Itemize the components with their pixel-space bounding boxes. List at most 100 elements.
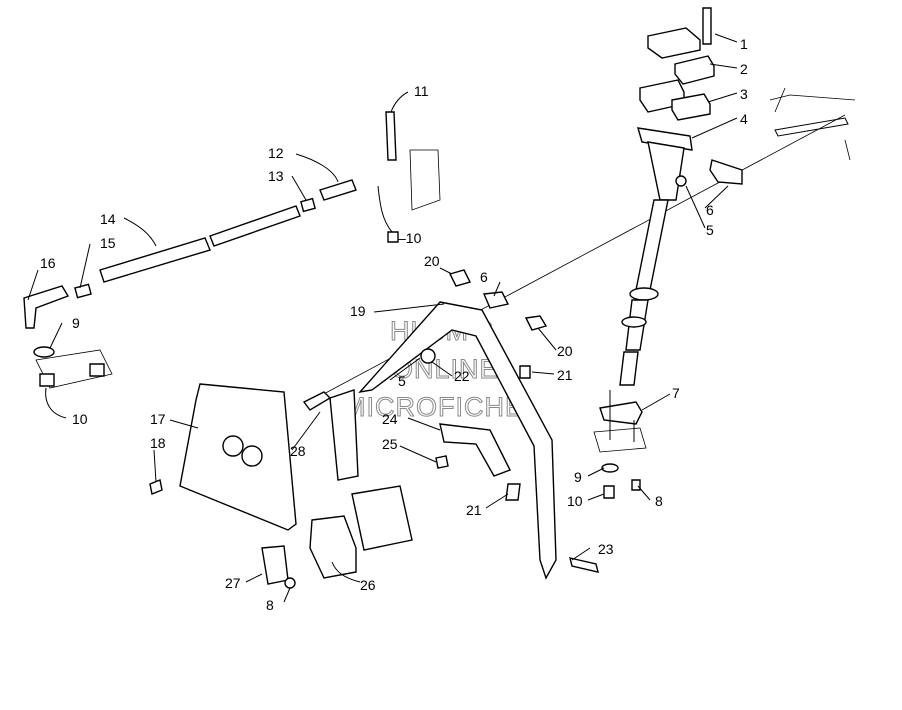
callout-20-upper: 20 [424, 253, 440, 269]
callouts: 1 2 3 4 6 5 7 –10 11 12 13 14 15 16 9 10… [40, 36, 748, 613]
callout-9-left: 9 [72, 315, 80, 331]
leader-9-right [587, 467, 605, 477]
callout-6-right: 6 [706, 202, 714, 218]
housing-26 [309, 515, 357, 579]
callout-27: 27 [225, 575, 241, 591]
leader-12 [295, 153, 339, 183]
callout-25: 25 [382, 436, 398, 452]
leader-20-right [537, 327, 557, 351]
screw-23 [569, 557, 599, 573]
leader-17 [169, 419, 199, 429]
leader-8-lower [283, 587, 291, 603]
bolt-11 [385, 111, 397, 161]
callout-21-upper: 21 [557, 367, 573, 383]
nut-left-outer [89, 363, 105, 377]
callout-12: 12 [268, 145, 284, 161]
leader-25 [399, 445, 437, 463]
leader-lines [27, 33, 738, 603]
bracket-27 [261, 545, 289, 585]
leader-3 [707, 92, 738, 103]
stud-21-lower [505, 483, 521, 501]
long-bolt-right [774, 117, 849, 137]
nut-10-left [39, 373, 55, 387]
leader-5-left [389, 357, 421, 381]
callout-4: 4 [740, 111, 748, 127]
callout-10-upper: –10 [398, 230, 422, 246]
leader-20-upper [439, 267, 453, 275]
steering-post-assembly [593, 7, 743, 453]
bushing-5-left [420, 348, 436, 364]
leader-1 [714, 33, 738, 43]
callout-15: 15 [100, 235, 116, 251]
screw-18 [149, 479, 163, 495]
callout-10-left: 10 [72, 411, 88, 427]
jam-nut-13 [300, 197, 316, 213]
tie-rod-14b [99, 237, 211, 283]
callout-8-right: 8 [655, 493, 663, 509]
callout-6-left: 6 [480, 269, 488, 285]
nut-8-right [631, 479, 641, 491]
steering-post-bushing [621, 316, 647, 328]
callout-17: 17 [150, 411, 166, 427]
callout-9-right: 9 [574, 469, 582, 485]
leader-21-upper [531, 371, 555, 375]
handlebar-clamp-top-1 [647, 27, 701, 59]
steering-arm-dash [609, 390, 635, 442]
nut-10-right [603, 485, 615, 499]
leader-9-left [49, 322, 63, 349]
steering-post-end [619, 351, 639, 386]
leader-16 [27, 269, 39, 301]
washer-9-right [601, 463, 619, 473]
bushing-clamp-6-left [482, 291, 510, 309]
leader-27 [245, 573, 263, 583]
leader-15 [79, 243, 91, 289]
callout-23: 23 [598, 541, 614, 557]
spindle-outline [409, 149, 441, 211]
washer-9 [33, 346, 55, 358]
callout-21-lower: 21 [466, 502, 482, 518]
callout-7: 7 [672, 385, 680, 401]
steering-post-upper [647, 141, 685, 201]
leader-10-right [587, 493, 605, 501]
leader-22 [431, 361, 453, 377]
watermark-line-3: MICROFICHE [343, 392, 524, 422]
steering-post-shaft [635, 199, 669, 291]
callout-5-right: 5 [706, 222, 714, 238]
frame-assembly [149, 269, 641, 589]
callout-22: 22 [454, 368, 470, 384]
tie-rod-14a [209, 205, 301, 247]
callout-18: 18 [150, 435, 166, 451]
handlebar-clamp-lower-2 [671, 93, 711, 121]
cover-hole-1 [222, 435, 244, 457]
handlebar-clamp-top-2 [674, 55, 715, 85]
stud-21-upper [519, 365, 531, 379]
callout-2: 2 [740, 61, 748, 77]
leader-8-right [637, 485, 651, 501]
bushing-clamp-6-right [709, 159, 743, 185]
callout-24: 24 [382, 411, 398, 427]
callout-10-right: 10 [567, 493, 583, 509]
nut-8-lower [284, 577, 296, 589]
callout-5-left: 5 [398, 373, 406, 389]
callout-14: 14 [100, 211, 116, 227]
nut-10-upper [387, 231, 399, 243]
mount-bracket-28-plate [329, 389, 359, 481]
cover-plate-17 [179, 383, 297, 531]
callout-19: 19 [350, 303, 366, 319]
bolt-1 [702, 7, 712, 45]
bracket-24 [439, 423, 511, 477]
leader-10-upper [377, 185, 393, 233]
callout-3: 3 [740, 86, 748, 102]
tie-rod-end-12 [319, 179, 357, 201]
leader-10-left [45, 387, 67, 419]
steering-arm-7 [599, 401, 643, 425]
steering-post-collar [629, 287, 659, 301]
bushing-5-right [675, 175, 687, 187]
callout-1: 1 [740, 36, 748, 52]
leader-18 [153, 449, 157, 483]
tie-rod-assembly [23, 111, 441, 389]
mount-bracket-28 [302, 391, 332, 411]
callout-13: 13 [268, 168, 284, 184]
leader-6-right [704, 185, 729, 209]
